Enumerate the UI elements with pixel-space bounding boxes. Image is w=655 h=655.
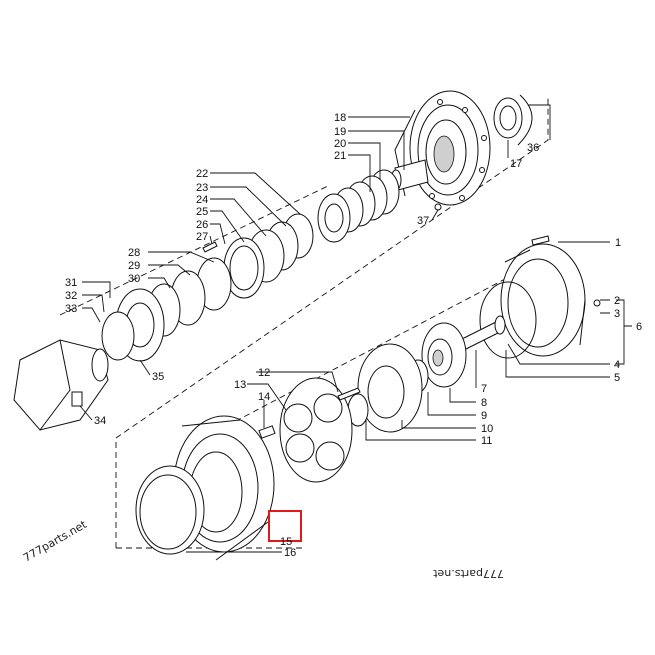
callout-28: 28 [128,247,140,259]
callout-37: 37 [417,215,429,227]
callout-23: 23 [196,182,208,194]
clutch-disc-stack [317,169,400,243]
watermark-bottom: 777parts.net [432,567,504,580]
callout-36: 36 [527,142,539,154]
callout-labels: 1 2 3 4 5 6 7 8 9 10 11 12 13 14 15 16 1… [65,112,642,559]
centerline-lower [199,249,561,441]
ring-gear-housing-part [500,235,586,357]
callout-3: 3 [614,308,620,320]
callout-8: 8 [481,397,487,409]
sun-shaft-part [459,315,506,351]
callout-9: 9 [481,410,487,422]
callout-11: 11 [481,435,492,447]
callout-16: 16 [284,547,296,559]
callout-20: 20 [334,138,346,150]
floating-seal-part [135,465,205,555]
callout-19: 19 [334,126,346,138]
callout-33: 33 [65,303,77,315]
callout-25: 25 [196,206,208,218]
callout-34: 34 [94,415,106,427]
callout-24: 24 [196,194,208,206]
planet-gear-cluster [258,377,361,483]
seal-ring-set [147,213,314,337]
flange-housing-part [394,90,491,206]
watermark-left: 777parts.net [21,518,89,565]
callout-5: 5 [614,372,620,384]
callout-13: 13 [234,379,246,391]
snap-ring-part [493,94,533,146]
callout-10: 10 [481,423,493,435]
highlight-box [268,510,302,542]
callout-4: 4 [614,359,620,371]
motor-flange-part [101,288,165,362]
hydraulic-motor-part [13,339,109,431]
callout-6: 6 [636,321,642,333]
callout-29: 29 [128,260,140,272]
callout-15: 15 [280,536,292,548]
callout-32: 32 [65,290,77,302]
callout-14: 14 [258,391,270,403]
callout-12: 12 [258,367,270,379]
planet-carrier-part [347,343,423,433]
callout-35: 35 [152,371,164,383]
callout-30: 30 [128,273,140,285]
o-ring-part [479,281,537,359]
callout-17: 17 [510,158,522,170]
leader-lines [79,104,632,553]
callout-27: 27 [196,231,208,243]
spring-27-part [202,241,218,253]
callout-22: 22 [196,168,208,180]
callout-7: 7 [481,383,487,395]
pin-37-part [434,203,442,211]
callout-26: 26 [196,219,208,231]
callout-1: 1 [615,237,621,249]
callout-18: 18 [334,112,346,124]
bolt-2-part [593,299,601,307]
callout-2: 2 [614,295,620,307]
callout-21: 21 [334,150,346,162]
assembly-boundary-left [115,95,549,548]
callout-31: 31 [65,277,77,289]
